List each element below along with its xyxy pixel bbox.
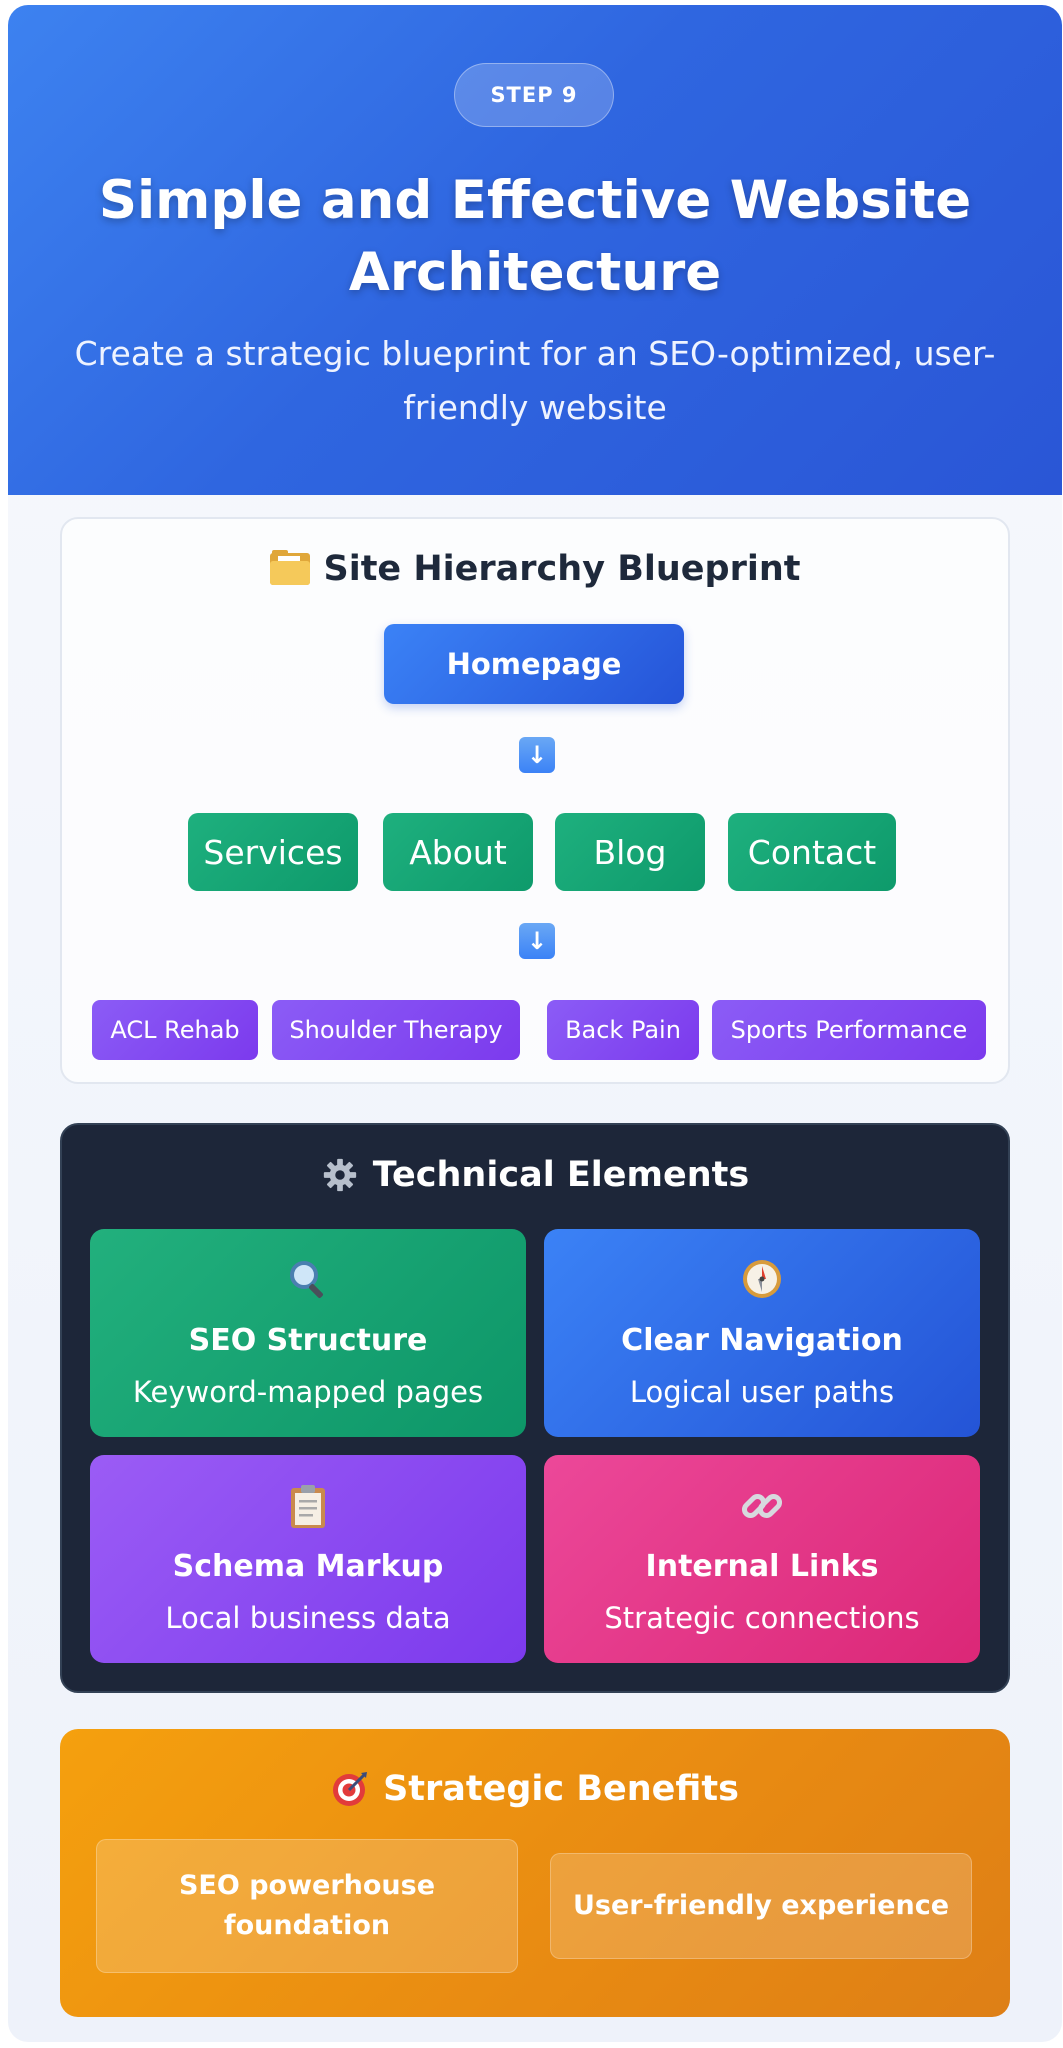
benefit-user-friendly: User-friendly experience (550, 1853, 972, 1959)
link-icon (741, 1493, 783, 1519)
node-sports-performance: Sports Performance (712, 1000, 986, 1060)
benefits-title: Strategic Benefits (383, 1769, 739, 1809)
tile-internal-links: Internal Links Strategic connections (544, 1455, 980, 1663)
page-title: Simple and Effective Website Architectur… (98, 170, 972, 303)
gear-icon (323, 1158, 356, 1192)
infographic-card: STEP 9 Simple and Effective Website Arch… (8, 5, 1062, 2042)
header: STEP 9 Simple and Effective Website Arch… (8, 5, 1062, 495)
node-shoulder-therapy: Shoulder Therapy (272, 1000, 520, 1060)
tile-seo-structure: SEO Structure Keyword-mapped pages (90, 1229, 526, 1437)
node-contact: Contact (728, 813, 896, 891)
tile-desc: Strategic connections (604, 1601, 920, 1635)
node-blog: Blog (555, 813, 705, 891)
page-subtitle: Create a strategic blueprint for an SEO-… (74, 334, 996, 427)
target-icon (333, 1772, 368, 1806)
hierarchy-heading: Site Hierarchy Blueprint (62, 549, 1008, 589)
benefit-label: SEO powerhouse foundation (178, 1870, 436, 1941)
tile-desc: Local business data (165, 1601, 451, 1635)
step-badge: STEP 9 (454, 63, 614, 127)
tile-name: Clear Navigation (621, 1323, 903, 1358)
down-arrow-icon: ↓ (519, 737, 555, 773)
tile-name: Schema Markup (172, 1549, 444, 1584)
magnifier-icon (290, 1261, 323, 1298)
node-back-pain: Back Pain (547, 1000, 699, 1060)
node-acl-rehab: ACL Rehab (92, 1000, 258, 1060)
tile-schema-markup: Schema Markup Local business data (90, 1455, 526, 1663)
benefits-heading: Strategic Benefits (60, 1769, 1010, 1809)
technical-elements-panel: Technical Elements SEO Structure Keyword… (60, 1123, 1010, 1693)
tile-name: Internal Links (645, 1549, 879, 1584)
tile-name: SEO Structure (188, 1323, 428, 1358)
node-services: Services (188, 813, 358, 891)
tile-desc: Logical user paths (629, 1375, 895, 1409)
tile-desc: Keyword-mapped pages (132, 1375, 484, 1409)
clipboard-icon (291, 1485, 325, 1528)
technical-title: Technical Elements (372, 1155, 750, 1195)
site-hierarchy-panel: Site Hierarchy Blueprint Homepage ↓ Serv… (60, 517, 1010, 1084)
compass-icon (743, 1260, 781, 1298)
down-arrow-icon: ↓ (519, 923, 555, 959)
benefit-seo-foundation: SEO powerhouse foundation (96, 1839, 518, 1973)
folder-icon (269, 550, 310, 585)
tile-clear-navigation: Clear Navigation Logical user paths (544, 1229, 980, 1437)
homepage-node: Homepage (384, 624, 684, 704)
strategic-benefits-panel: Strategic Benefits SEO powerhouse founda… (60, 1729, 1010, 2017)
hierarchy-title: Site Hierarchy Blueprint (323, 549, 801, 589)
node-about: About (383, 813, 533, 891)
technical-heading: Technical Elements (62, 1155, 1008, 1195)
